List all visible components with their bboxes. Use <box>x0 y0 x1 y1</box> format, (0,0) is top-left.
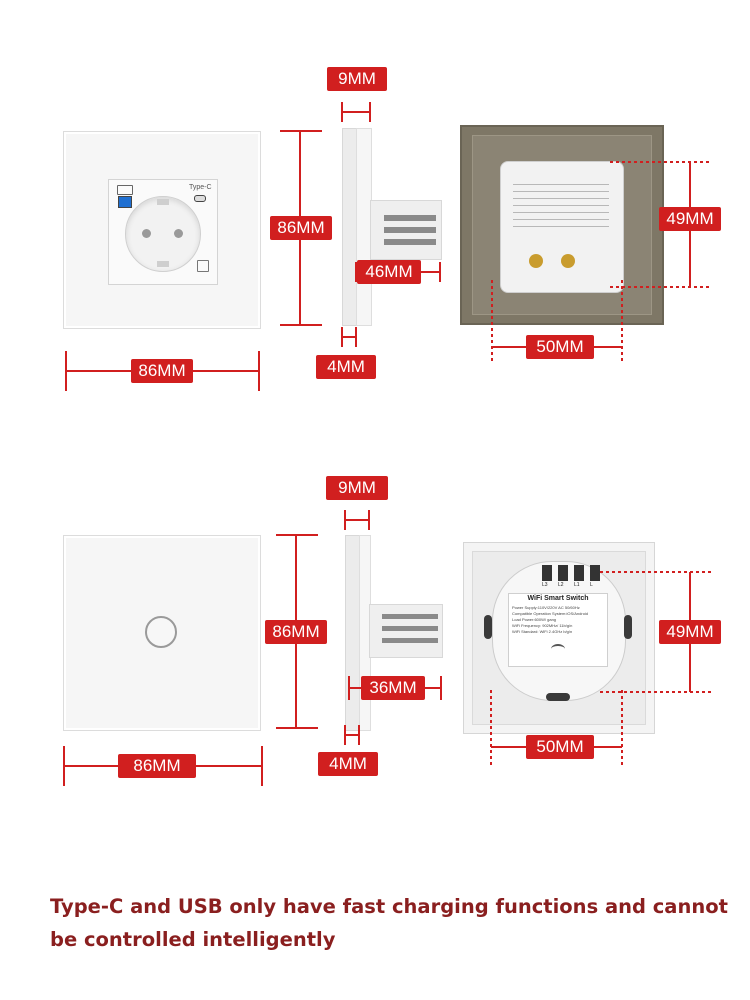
switch-side-thickness-label: 4MM <box>318 752 378 776</box>
typec-port <box>194 195 206 202</box>
socket-side-fin <box>384 215 436 221</box>
socket-front-panel: Type-C <box>63 131 261 329</box>
switch-bottom-hole <box>546 693 570 701</box>
socket-side-depth-label: 9MM <box>327 67 387 91</box>
terminal-slot <box>590 565 600 581</box>
module-spec-line: Load Power:600W/ gang <box>512 617 557 622</box>
terminal-label: L <box>590 582 593 588</box>
switch-back-label-card: WiFi Smart Switch Power Supply:110V/220V… <box>508 593 608 667</box>
socket-front-width-label: 86MM <box>131 359 193 383</box>
socket-front-height-label: 86MM <box>270 216 332 240</box>
terminal-slot <box>542 565 552 581</box>
socket-back-text-block <box>513 178 609 232</box>
switch-front-height-label: 86MM <box>265 620 327 644</box>
socket-side-thickness-label: 4MM <box>316 355 376 379</box>
switch-back-width-label: 50MM <box>526 735 594 759</box>
terminal-slot <box>558 565 568 581</box>
switch-side-fin <box>382 638 438 643</box>
terminal-label: L3 <box>542 582 548 588</box>
switch-side-fin <box>382 626 438 631</box>
socket-back-terminal <box>561 254 575 268</box>
switch-side-hole-left <box>484 615 492 639</box>
terminal-slot <box>574 565 584 581</box>
module-spec-line: WiFi Standard: WiFi 2.4GHz b/g/n <box>512 629 573 634</box>
socket-back-terminal <box>529 254 543 268</box>
switch-back-frame: WiFi Smart Switch Power Supply:110V/220V… <box>463 542 655 734</box>
socket-earth-clip-bottom <box>157 261 169 267</box>
module-spec-line: Compatible Operation System:iOS/Android <box>512 611 589 616</box>
usb-port <box>118 196 132 208</box>
terminal-label: L2 <box>558 582 564 588</box>
socket-side-fin <box>384 239 436 245</box>
switch-front-width-label: 86MM <box>118 754 196 778</box>
switch-side-hole-right <box>624 615 632 639</box>
switch-side-body <box>369 604 443 658</box>
switch-side-back-label: 36MM <box>361 676 425 700</box>
socket-side-back-label: 46MM <box>357 260 421 284</box>
switch-back-height-label: 49MM <box>659 620 721 644</box>
socket-back-height-label: 49MM <box>659 207 721 231</box>
socket-earth-clip-top <box>157 199 169 205</box>
socket-back-module <box>500 161 624 293</box>
touch-indicator-icon <box>197 260 209 272</box>
socket-pin-hole-left <box>142 229 151 238</box>
terminal-label: L1 <box>574 582 580 588</box>
module-spec-line: WiFi Frequency: 902MHz/ 11b/g/n <box>512 623 573 628</box>
typec-label: Type-C <box>189 184 212 191</box>
usb-icon <box>117 185 133 195</box>
switch-terminal-block: L3 L2 L1 L <box>542 565 602 588</box>
socket-side-fin <box>384 227 436 233</box>
socket-outlet-insert: Type-C <box>108 179 218 285</box>
schuko-socket-face <box>125 196 201 272</box>
touch-button-icon <box>145 616 177 648</box>
switch-side-fin <box>382 614 438 619</box>
wifi-icon <box>551 644 565 654</box>
module-title: WiFi Smart Switch <box>527 595 589 602</box>
socket-pin-hole-right <box>174 229 183 238</box>
footer-note: Type-C and USB only have fast charging f… <box>50 895 728 951</box>
module-spec-line: Power Supply:110V/220V AC 50/60Hz <box>512 605 580 610</box>
socket-back-frame <box>460 125 664 325</box>
switch-front-panel <box>63 535 261 731</box>
socket-back-width-label: 50MM <box>526 335 594 359</box>
switch-side-depth-label: 9MM <box>326 476 388 500</box>
